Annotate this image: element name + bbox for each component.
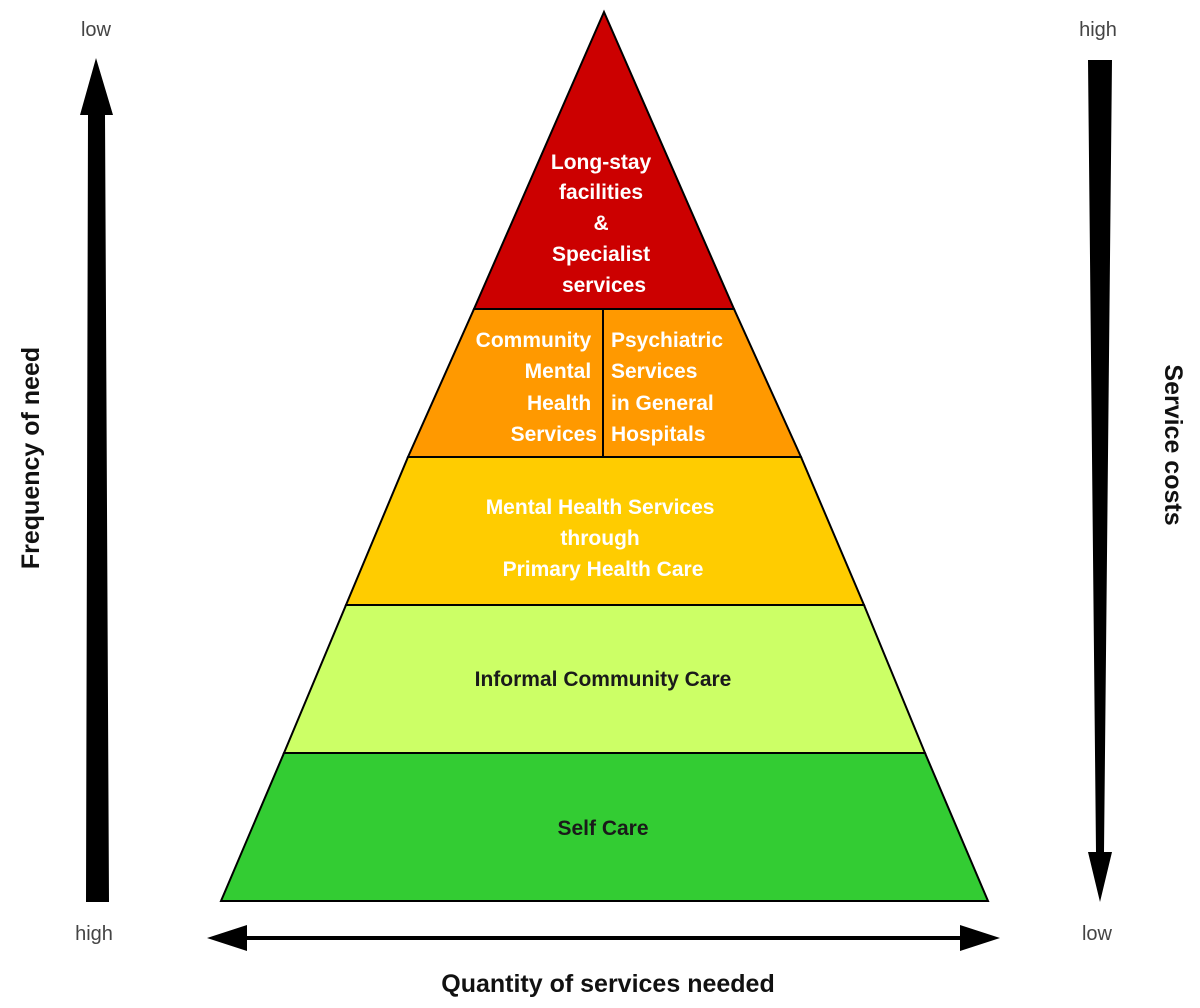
quantity-arrow-right-icon [960,925,1000,951]
cost-high-label: high [1079,19,1117,41]
community-services-label: Community Mental Health Services [476,329,597,446]
informal-care-label: Informal Community Care [475,668,732,691]
quantity-axis-title: Quantity of services needed [441,970,774,998]
cost-low-label: low [1082,923,1113,945]
tier-specialist-label: Long-stay facilities & Specialist servic… [551,151,657,297]
frequency-low-label: low [81,19,112,41]
tier-self-care [219,752,990,902]
self-care-label: Self Care [557,817,648,840]
primary-care-label: Mental Health Services through Primary H… [486,496,721,581]
frequency-high-label: high [75,923,113,945]
frequency-arrow-icon [80,58,113,902]
psychiatric-services-label: Psychiatric Services in General Hospital… [611,329,729,446]
cost-arrow-icon [1088,60,1112,902]
cost-axis-title: Service costs [1159,364,1187,525]
quantity-arrow-left-icon [207,925,247,951]
frequency-axis-title: Frequency of need [17,347,45,569]
tier-community-hospital [406,308,803,458]
